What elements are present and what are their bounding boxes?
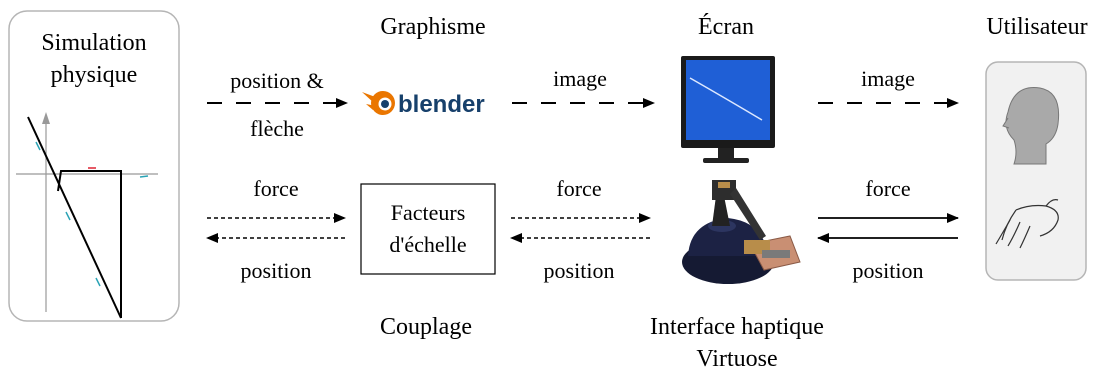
graphisme-label: Graphisme [380, 14, 485, 40]
couplage-label: Couplage [380, 314, 472, 340]
edge-label-position-fleche-line1: position & [230, 68, 324, 93]
head-icon [1002, 87, 1060, 165]
edge-graphisme-to-ecran: image [512, 66, 655, 108]
utilisateur-node [985, 61, 1087, 281]
facteurs-line2: d'échelle [389, 232, 466, 257]
hand-icon [995, 199, 1059, 249]
edge-simulation-to-graphisme: position & flèche [207, 68, 348, 141]
edge-label-position-1: position [241, 258, 312, 283]
interface-label-line2: Virtuose [696, 346, 777, 372]
edge-interface-utilisateur: force position [817, 176, 959, 283]
utilisateur-label: Utilisateur [986, 14, 1087, 40]
edge-ecran-to-utilisateur: image [818, 66, 959, 108]
simulation-box [8, 10, 180, 322]
edge-label-image-2: image [861, 66, 915, 91]
blender-logo: blender [362, 91, 485, 118]
ecran-label: Écran [698, 14, 754, 40]
facteurs-box [360, 183, 496, 275]
edge-label-force-2: force [556, 176, 601, 201]
edge-label-position-3: position [853, 258, 924, 283]
edge-label-position-2: position [544, 258, 615, 283]
facteurs-line1: Facteurs [391, 200, 466, 225]
edge-facteurs-interface: force position [510, 176, 651, 283]
edge-simulation-facteurs: force position [206, 176, 346, 283]
haptic-device-icon [682, 180, 801, 284]
simulation-title-line1: Simulation [41, 30, 146, 56]
simulation-node: Simulation physique [8, 10, 180, 322]
simulation-plot-illustration [16, 112, 158, 319]
edge-label-image-1: image [553, 66, 607, 91]
edge-label-force-1: force [253, 176, 298, 201]
edge-label-force-3: force [865, 176, 910, 201]
interface-label-line1: Interface haptique [650, 314, 824, 340]
simulation-title-line2: physique [51, 62, 138, 88]
monitor-icon [681, 56, 775, 163]
edge-label-position-fleche-line2: flèche [250, 116, 304, 141]
blender-wordmark: blender [398, 91, 485, 118]
facteurs-node: Facteurs d'échelle [360, 183, 496, 275]
